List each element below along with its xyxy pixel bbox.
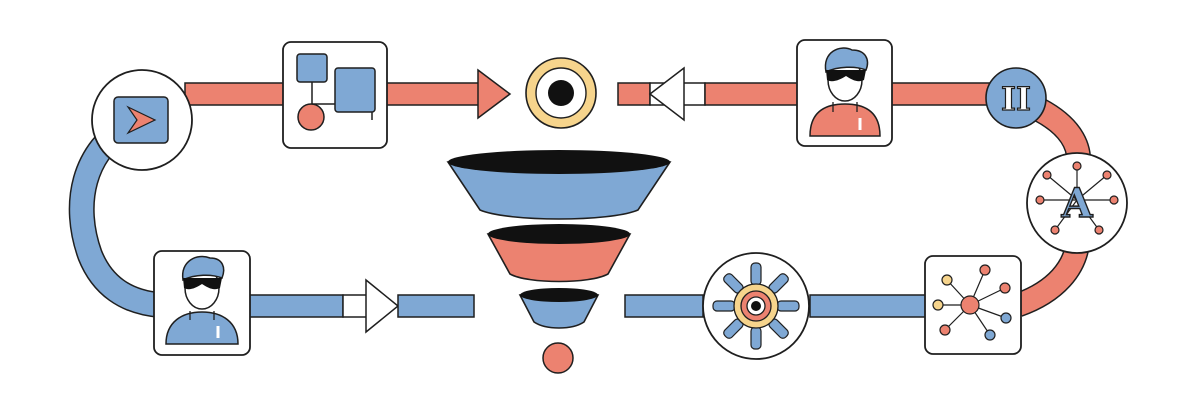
user-icon <box>809 47 881 137</box>
pause-node: II <box>985 67 1047 129</box>
user-node-bottom <box>153 250 251 356</box>
arrow-right-white <box>365 278 400 334</box>
play-icon <box>113 96 169 144</box>
user-node-top <box>796 39 893 147</box>
funnel-stage-1 <box>446 150 672 220</box>
hub-network-icon <box>932 264 1012 341</box>
flowchart-icon <box>296 53 376 131</box>
funnel-stage-3 <box>518 288 600 329</box>
connector-top-left <box>184 68 512 120</box>
funnel-output-drop <box>542 342 574 374</box>
arrow-left-white <box>648 66 685 122</box>
network-letter-node: A <box>1026 152 1128 254</box>
gear-eye-icon <box>712 262 800 350</box>
connector-bottom-left <box>247 278 475 334</box>
flowchart-node <box>282 41 388 149</box>
arrow-right-coral <box>477 68 512 120</box>
gear-eye-node <box>702 252 810 360</box>
letter-a-glyph: A <box>1060 180 1093 227</box>
target-node <box>525 57 597 129</box>
network-letter-icon <box>1035 161 1119 235</box>
funnel-icon <box>446 150 672 374</box>
hub-network-node <box>924 255 1022 355</box>
target-icon <box>548 80 574 106</box>
pause-icon: II <box>1001 80 1031 118</box>
funnel-stage-2 <box>486 224 632 283</box>
user-icon <box>165 255 239 345</box>
connector-left-loop <box>68 111 162 318</box>
play-node <box>91 69 193 171</box>
